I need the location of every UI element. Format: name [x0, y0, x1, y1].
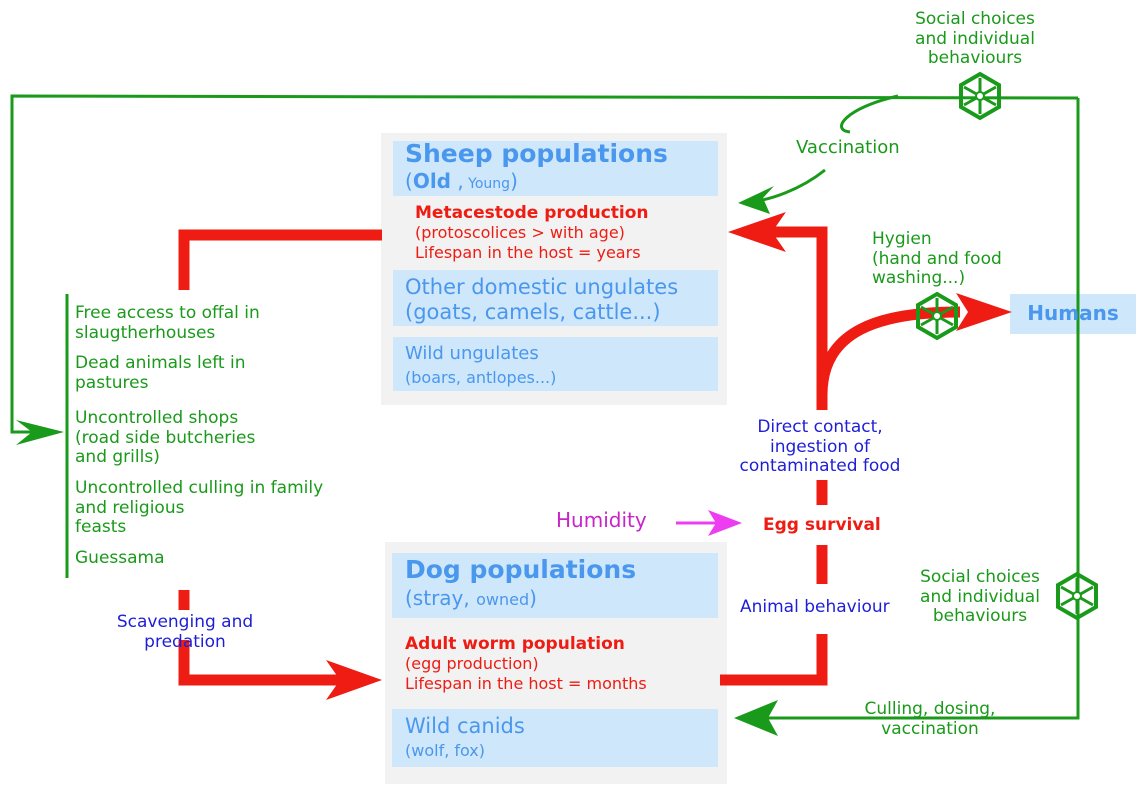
adult-worm-title: Adult worm population [405, 634, 625, 654]
social-choices-right-line2: and individual [920, 586, 1040, 607]
scavenging-line2: predation [144, 631, 226, 652]
vaccination-label: Vaccination [796, 137, 900, 158]
wild-canids-box [392, 709, 718, 767]
dog-to-egg-line [720, 634, 828, 686]
adult-worm-line1: (egg production) [405, 654, 539, 673]
humidity-arrowhead [708, 510, 742, 536]
wild-canids-line1: Wild canids [405, 714, 525, 738]
factor-offal-line2: slaugtherhouses [75, 322, 216, 343]
culling-line2: vaccination [881, 718, 979, 739]
factor-dead-animals: Dead animals left in pastures [75, 353, 246, 393]
sheep-young: Young [463, 176, 511, 192]
dog-title: Dog populations [405, 555, 637, 584]
other-ungulates-line1: Other domestic ungulates [405, 275, 679, 299]
factor-dead-animals-line1: Dead animals left in [75, 353, 246, 373]
dog-arrowhead [326, 660, 382, 700]
dog-paren-close: ) [529, 586, 537, 610]
hygiene-line3: washing...) [872, 268, 966, 289]
factor-uncontrolled-culling: Uncontrolled culling in family and relig… [75, 478, 324, 538]
sheep-arrowhead [728, 212, 786, 252]
hygiene-line1: Hygien [872, 229, 932, 249]
wild-ungulates-line2: (boars, antlopes...) [405, 368, 557, 387]
egg-survival-label: Egg survival [763, 515, 881, 535]
feedback-arrowhead [16, 420, 64, 445]
factor-culling-line3: feasts [75, 517, 127, 538]
dog-paren-open: (stray, [405, 586, 477, 610]
direct-contact-line2: ingestion of [770, 436, 870, 457]
sheep-old: Old [412, 169, 451, 193]
dog-owned: owned [476, 590, 530, 609]
humans-box [1010, 294, 1136, 334]
social-choices-right-line3: behaviours [932, 606, 1028, 627]
scavenging-line1: Scavenging and [116, 612, 254, 632]
other-ungulates-line2: (goats, camels, cattle...) [405, 300, 661, 324]
sheep-subtitle: (Old , Young) [405, 170, 518, 193]
factor-offal-line1: Free access to offal in [75, 303, 260, 323]
metacestode-line1: (protoscolices > with age) [415, 223, 625, 242]
metacestode-line2: Lifespan in the host = years [415, 243, 641, 262]
humidity-label: Humidity [556, 508, 647, 532]
direct-contact-label: Direct contact, ingestion of contaminate… [720, 417, 920, 477]
factor-guessama: Guessama [75, 548, 165, 568]
other-ungulates-box [393, 270, 718, 326]
sheep-title: Sheep populations [405, 139, 668, 168]
factor-uncontrolled-shops: Uncontrolled shops (road side butcheries… [75, 408, 256, 468]
sheep-title-box [393, 141, 718, 196]
factor-culling-line2: and religious [75, 497, 185, 518]
culling-label: Culling, dosing, vaccination [850, 699, 1010, 739]
sheep-comma: , [451, 169, 464, 193]
hygiene-line2: (hand and food [872, 248, 1002, 269]
adult-worm-line2: Lifespan in the host = months [405, 674, 647, 693]
social-choices-right-label: Social choices and individual behaviours [910, 567, 1050, 627]
hygiene-label: Hygien (hand and food washing...) [872, 229, 1002, 289]
control-loop-line [766, 98, 1080, 720]
wild-canids-line2: (wolf, fox) [405, 741, 486, 760]
humans-arrowhead [956, 293, 1012, 331]
factor-offal: Free access to offal in slaugtherhouses [75, 303, 260, 343]
social-choices-top-line1: Social choices [915, 9, 1035, 29]
scavenging-label: Scavenging and predation [100, 612, 270, 652]
social-choices-top-line2: and individual [915, 28, 1035, 49]
dog-title-box [392, 553, 718, 618]
factor-shops-line2: (road side butcheries [75, 427, 256, 448]
sheep-paren-open: ( [405, 169, 413, 193]
factor-dead-animals-line2: pastures [75, 372, 149, 393]
vaccination-curve [840, 94, 899, 134]
culling-line1: Culling, dosing, [864, 699, 996, 719]
egg-to-sheep-line [770, 226, 828, 410]
humans-label: Humans [1027, 301, 1119, 325]
control-wheel-icon [916, 71, 1098, 621]
scavenging-to-dog-line [178, 640, 340, 686]
top-feedback-line [10, 94, 1079, 434]
direct-contact-line1: Direct contact, [757, 417, 883, 437]
metacestode-to-dog-line [178, 229, 382, 290]
social-choices-top-line3: behaviours [927, 48, 1023, 69]
vaccination-arrowhead [738, 186, 774, 214]
factor-shops-line1: Uncontrolled shops [75, 408, 239, 428]
animal-behaviour-label: Animal behaviour [740, 597, 890, 617]
egg-to-humans-curve [816, 306, 961, 396]
social-choices-top-label: Social choices and individual behaviours [905, 9, 1045, 69]
factor-culling-line1: Uncontrolled culling in family [75, 478, 324, 498]
culling-arrowhead [734, 700, 778, 736]
metacestode-title: Metacestode production [415, 203, 649, 223]
direct-contact-line3: contaminated food [739, 456, 901, 477]
dog-subtitle: (stray, owned) [405, 587, 537, 610]
social-choices-right-line1: Social choices [920, 567, 1040, 587]
wild-ungulates-box [393, 337, 718, 391]
wild-ungulates-line1: Wild ungulates [405, 343, 539, 364]
factor-shops-line3: and grills) [75, 447, 160, 468]
sheep-paren-close: ) [510, 169, 518, 193]
